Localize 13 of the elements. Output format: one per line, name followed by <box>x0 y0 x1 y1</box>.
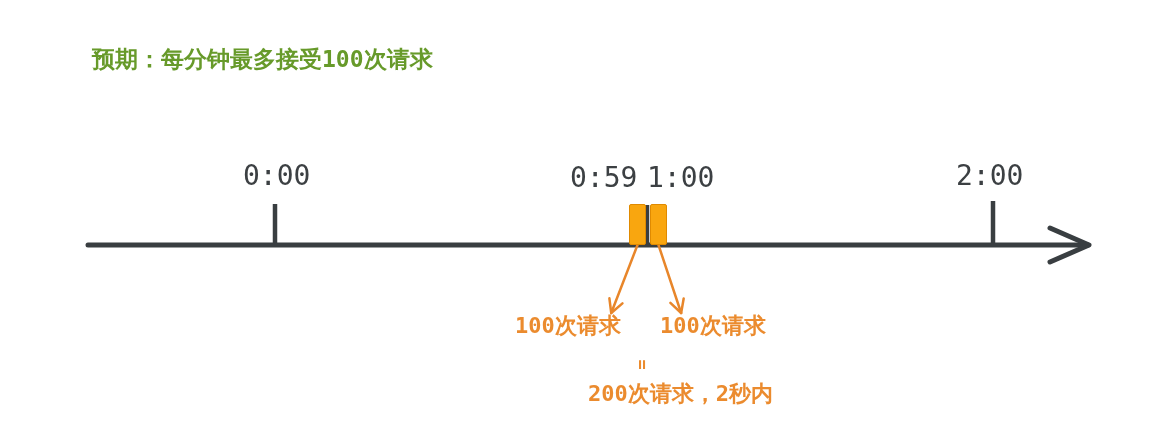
time-label: 0:59 <box>570 164 638 192</box>
request-count-text: 100次请求 <box>660 313 766 340</box>
time-label: 0:00 <box>243 162 311 190</box>
arrow <box>657 243 685 315</box>
request-count-text: 100次请求 <box>515 313 621 340</box>
time-label: 2:00 <box>956 162 1024 190</box>
request-block <box>629 204 646 245</box>
title-text: 预期：每分钟最多接受100次请求 <box>92 46 433 74</box>
equals-sign: = <box>632 359 650 370</box>
time-label: 1:00 <box>647 164 715 192</box>
arrow <box>608 243 639 315</box>
request-block <box>650 204 667 245</box>
total-text: 200次请求，2秒内 <box>588 381 773 408</box>
